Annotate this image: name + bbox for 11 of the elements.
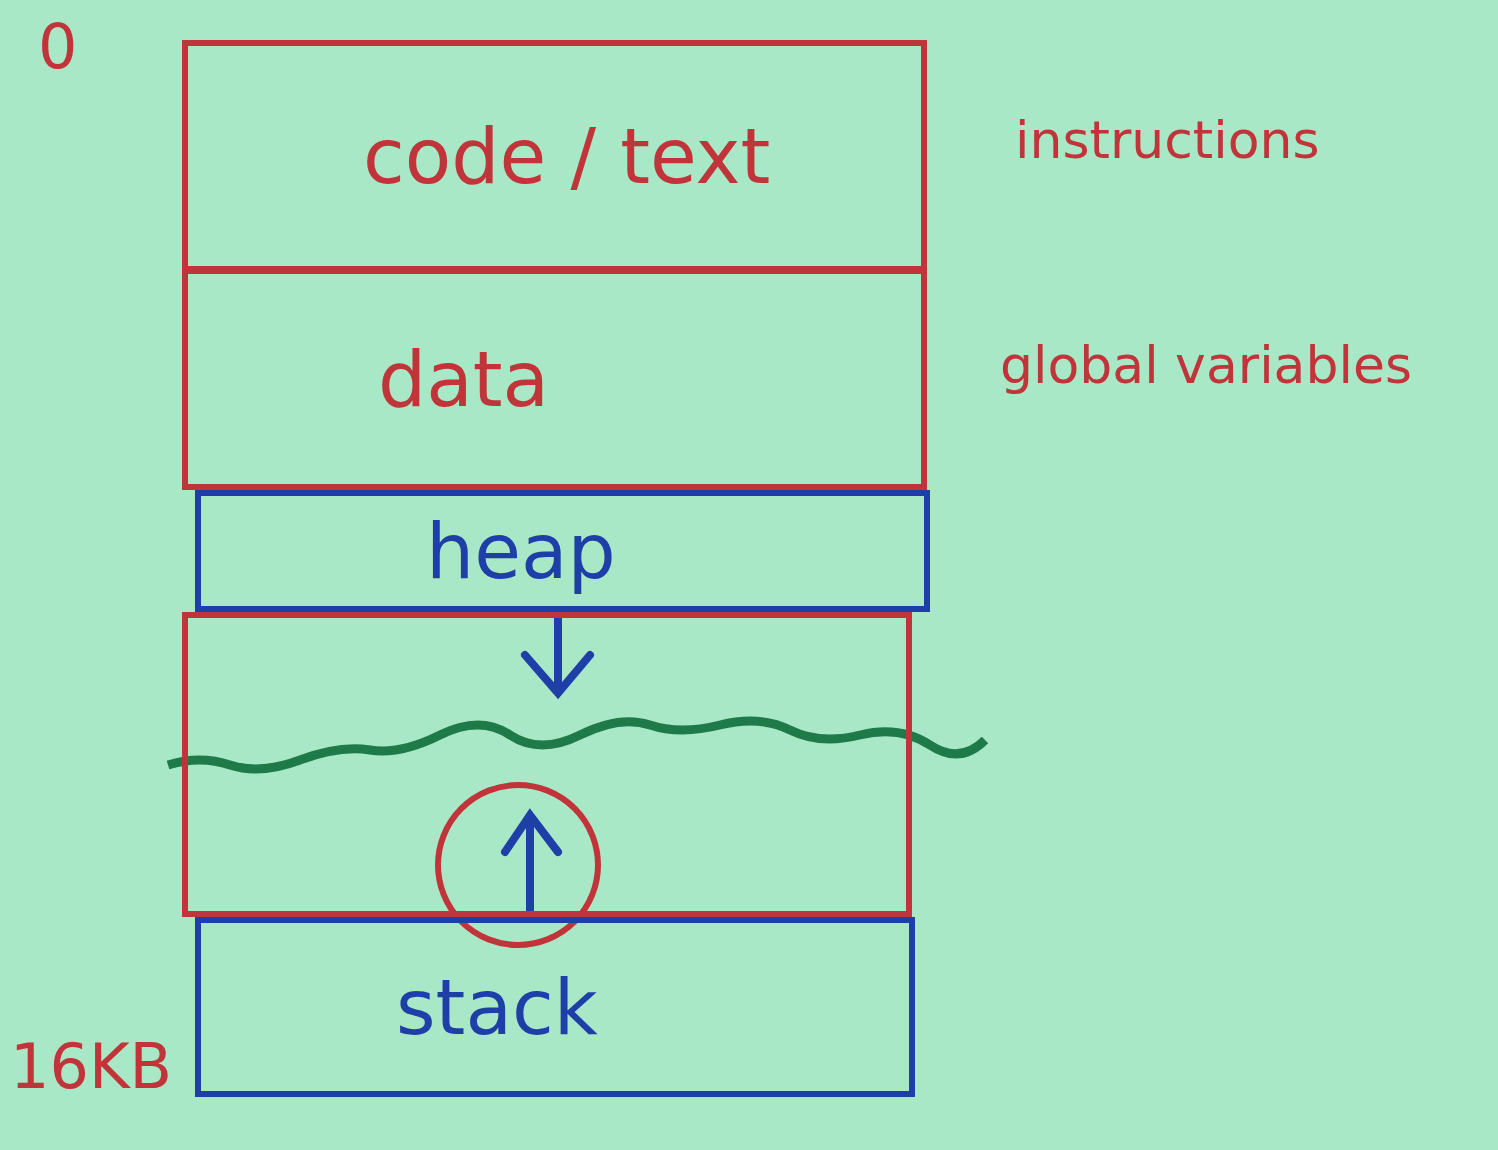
address-label: 16KB: [10, 1030, 173, 1103]
memory-segment: [195, 490, 930, 612]
segment-label: heap: [426, 506, 616, 596]
segment-label: code / text: [363, 111, 771, 201]
free-memory-region: [182, 612, 912, 917]
memory-segment: [195, 917, 915, 1097]
segment-annotation: instructions: [1015, 110, 1320, 170]
address-label: 0: [38, 10, 78, 83]
segment-annotation: global variables: [1000, 335, 1412, 395]
segment-label: data: [378, 334, 550, 424]
segment-label: stack: [396, 962, 598, 1052]
